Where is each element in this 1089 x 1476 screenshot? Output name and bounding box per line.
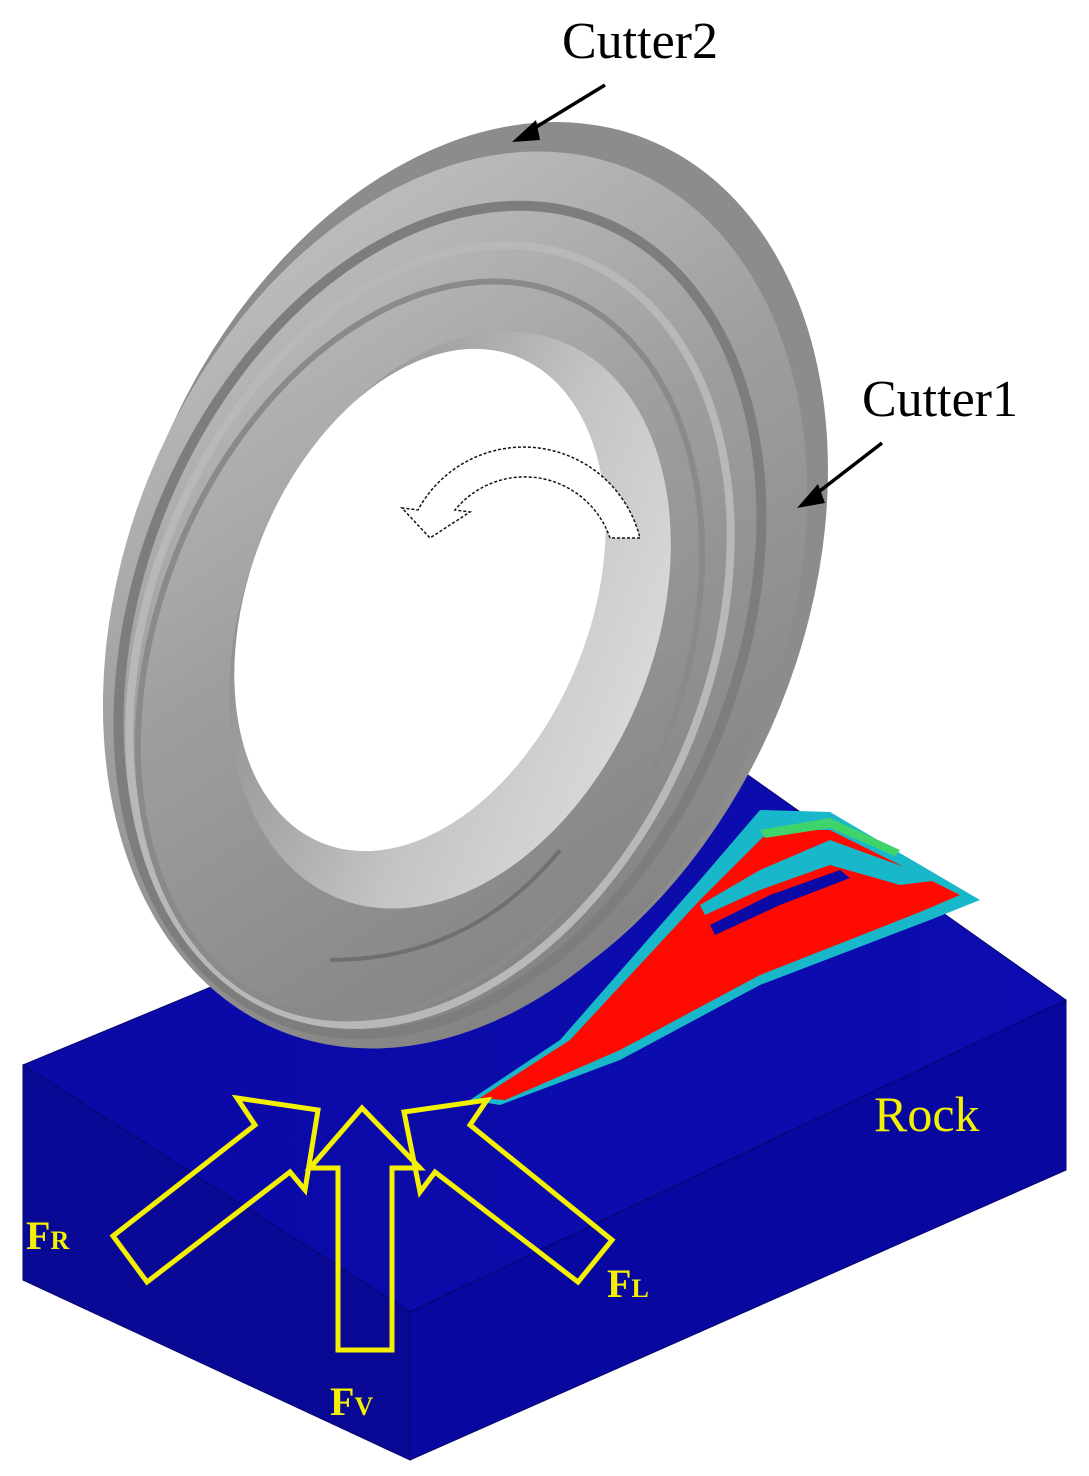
force-lateral-symbol: F [607, 1261, 632, 1306]
force-label-lateral: FL [607, 1260, 649, 1307]
rock-front-right-face [409, 999, 1067, 1461]
force-label-vertical: FV [330, 1378, 373, 1425]
curved-arrow-counterclockwise-icon [400, 446, 641, 539]
cutter-ridge-2 [125, 241, 735, 1029]
damage-crack-line-1 [700, 840, 940, 915]
cutter2-pointer-arrow [512, 83, 606, 142]
force-lateral-subscript: L [631, 1274, 649, 1303]
force-radial-symbol: F [26, 1213, 51, 1258]
force-vertical-subscript: V [354, 1392, 374, 1421]
force-arrow-radial [109, 1094, 321, 1286]
force-label-radial: FR [26, 1212, 69, 1259]
force-vertical-symbol: F [330, 1379, 355, 1424]
cutter1-label: Cutter1 [862, 371, 1018, 428]
cutter1-pointer-arrow [797, 441, 884, 508]
cutter2-label: Cutter2 [562, 13, 718, 70]
damage-zone [470, 810, 980, 1105]
force-radial-subscript: R [50, 1226, 70, 1255]
damage-crack-line-2 [710, 870, 850, 935]
cutter-inner-lip [329, 848, 562, 962]
rock-label: Rock [874, 1086, 980, 1142]
damage-band-red-main [480, 830, 960, 1100]
damage-crack-line-3 [760, 818, 900, 856]
disc-cutter [102, 122, 828, 1049]
cutter-ridge-1 [113, 200, 767, 1040]
cutter-ridge-3 [134, 278, 706, 1022]
force-arrow-lateral [401, 1096, 616, 1286]
